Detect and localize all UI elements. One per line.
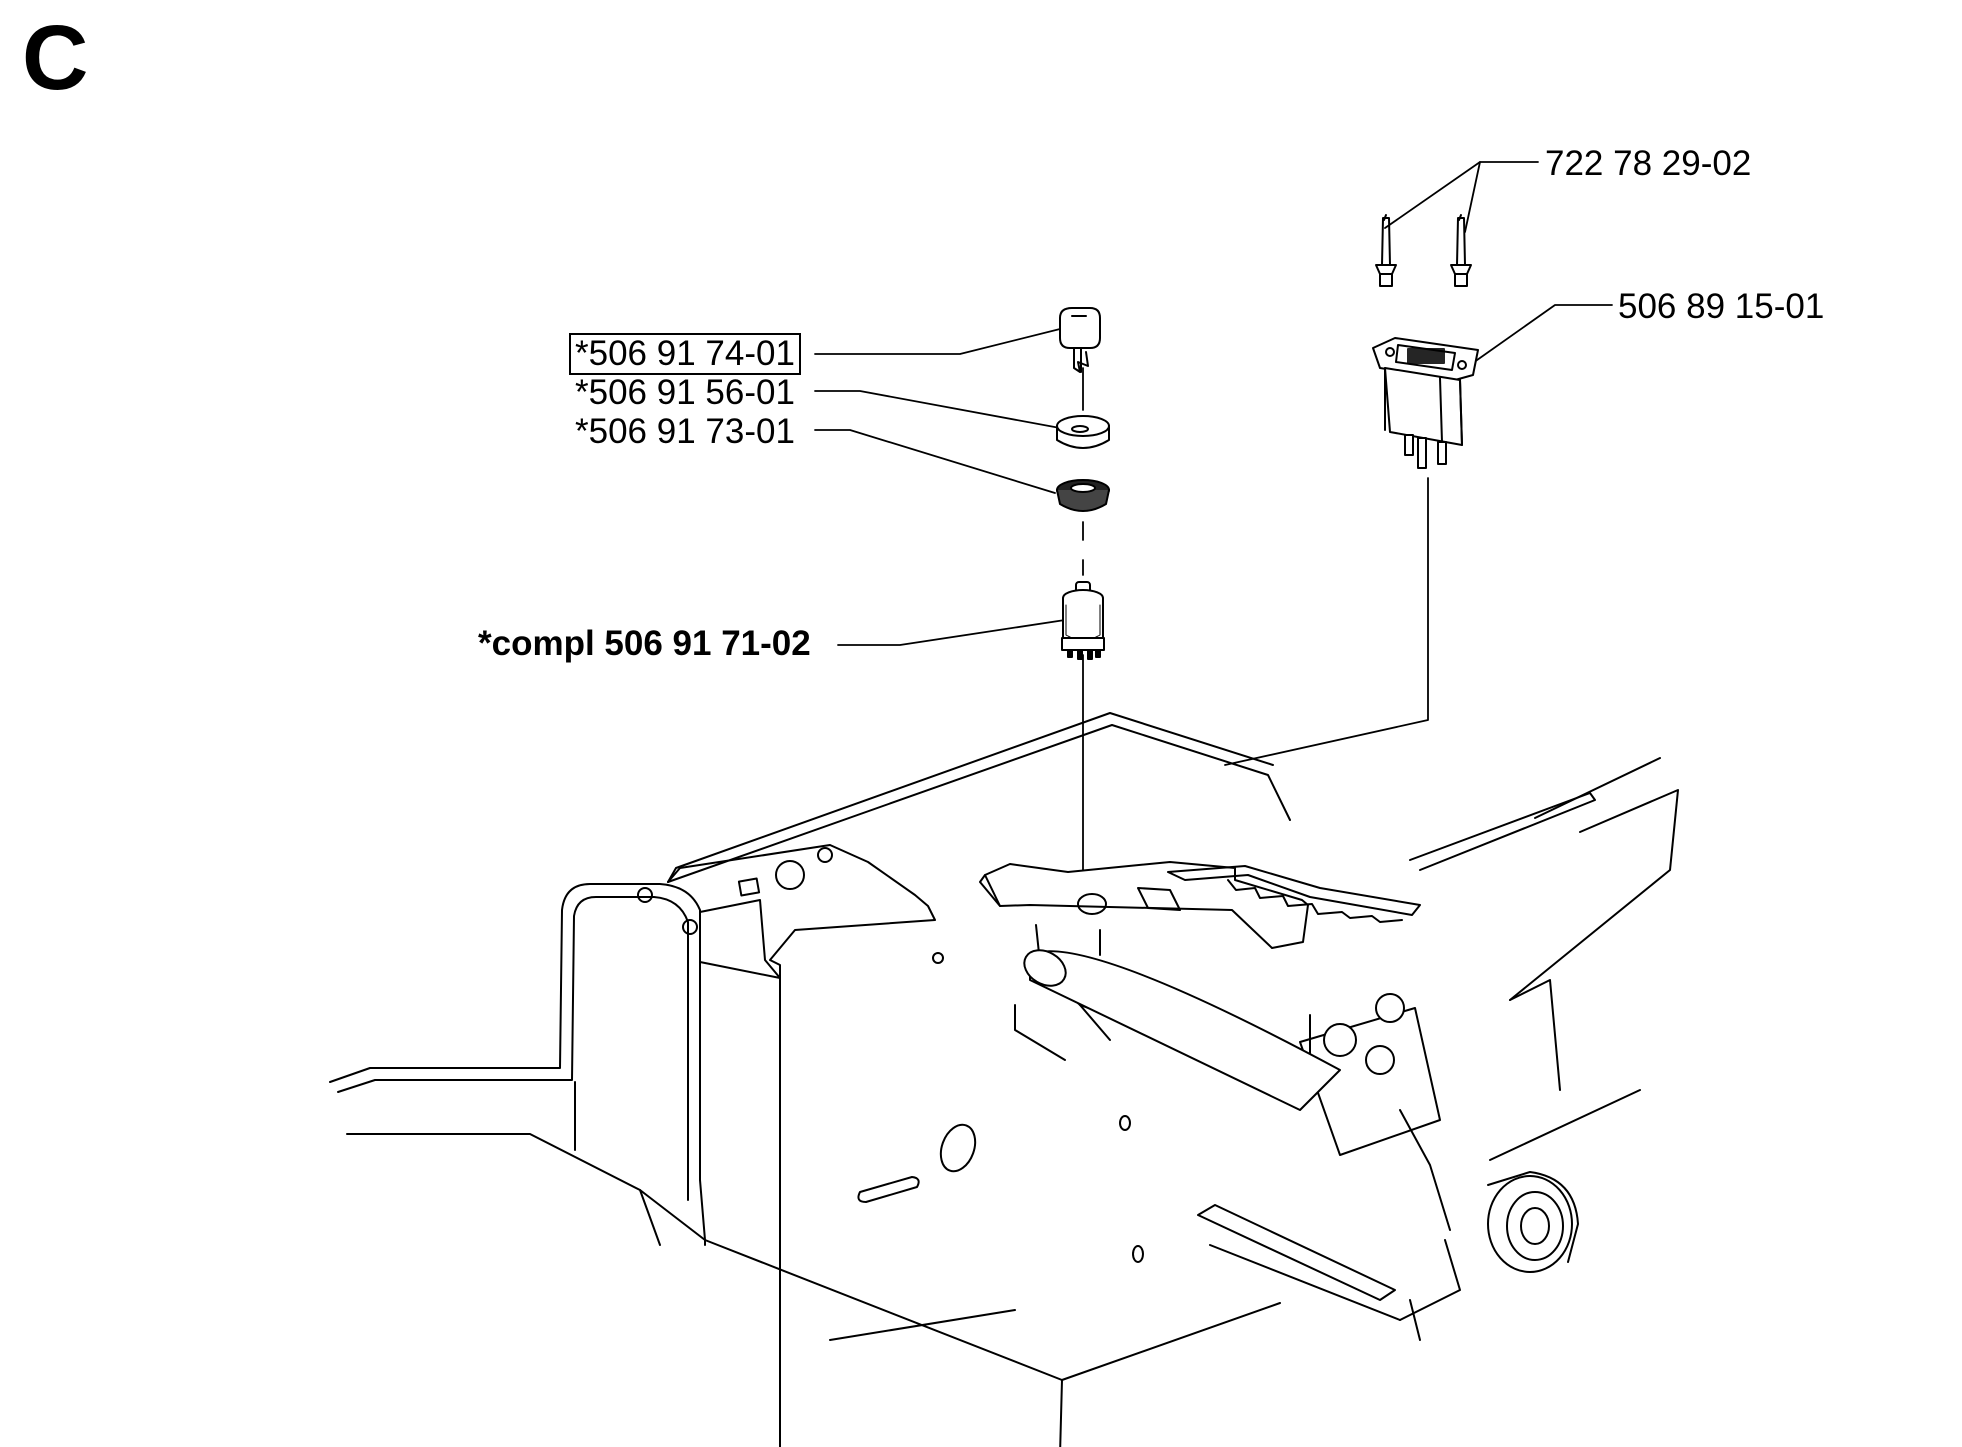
ignition-switch <box>1062 582 1104 659</box>
part-label-506-91-73-01: *506 91 73-01 <box>575 412 795 451</box>
relay-wire <box>1225 478 1428 765</box>
relay <box>1373 338 1478 468</box>
leader-506-89-15-01 <box>1470 305 1612 365</box>
leader-506-91-73-01 <box>815 430 1055 493</box>
leader-722-78-29-02-b <box>1465 162 1480 232</box>
leader-506-91-74-01 <box>815 327 1068 354</box>
part-label-506-91-74-01: *506 91 74-01 <box>569 333 801 375</box>
rivets <box>1376 215 1471 286</box>
leader-lines <box>815 162 1612 882</box>
leader-506-91-56-01 <box>815 391 1060 428</box>
rivet-right <box>1451 215 1471 286</box>
part-label-506-91-56-01: *506 91 56-01 <box>575 373 795 412</box>
mower-chassis <box>330 713 1678 1447</box>
part-label-506-89-15-01: 506 89 15-01 <box>1618 287 1825 326</box>
switch-cap <box>1057 416 1109 448</box>
switch-nut <box>1057 480 1109 511</box>
part-label-compl-506-91-71-02: *compl 506 91 71-02 <box>478 624 811 663</box>
leader-compl-506-91-71-02 <box>838 620 1065 645</box>
part-label-722-78-29-02: 722 78 29-02 <box>1545 144 1752 183</box>
section-letter: C <box>22 7 89 109</box>
rivet-left <box>1376 215 1396 286</box>
ignition-key <box>1060 308 1100 372</box>
